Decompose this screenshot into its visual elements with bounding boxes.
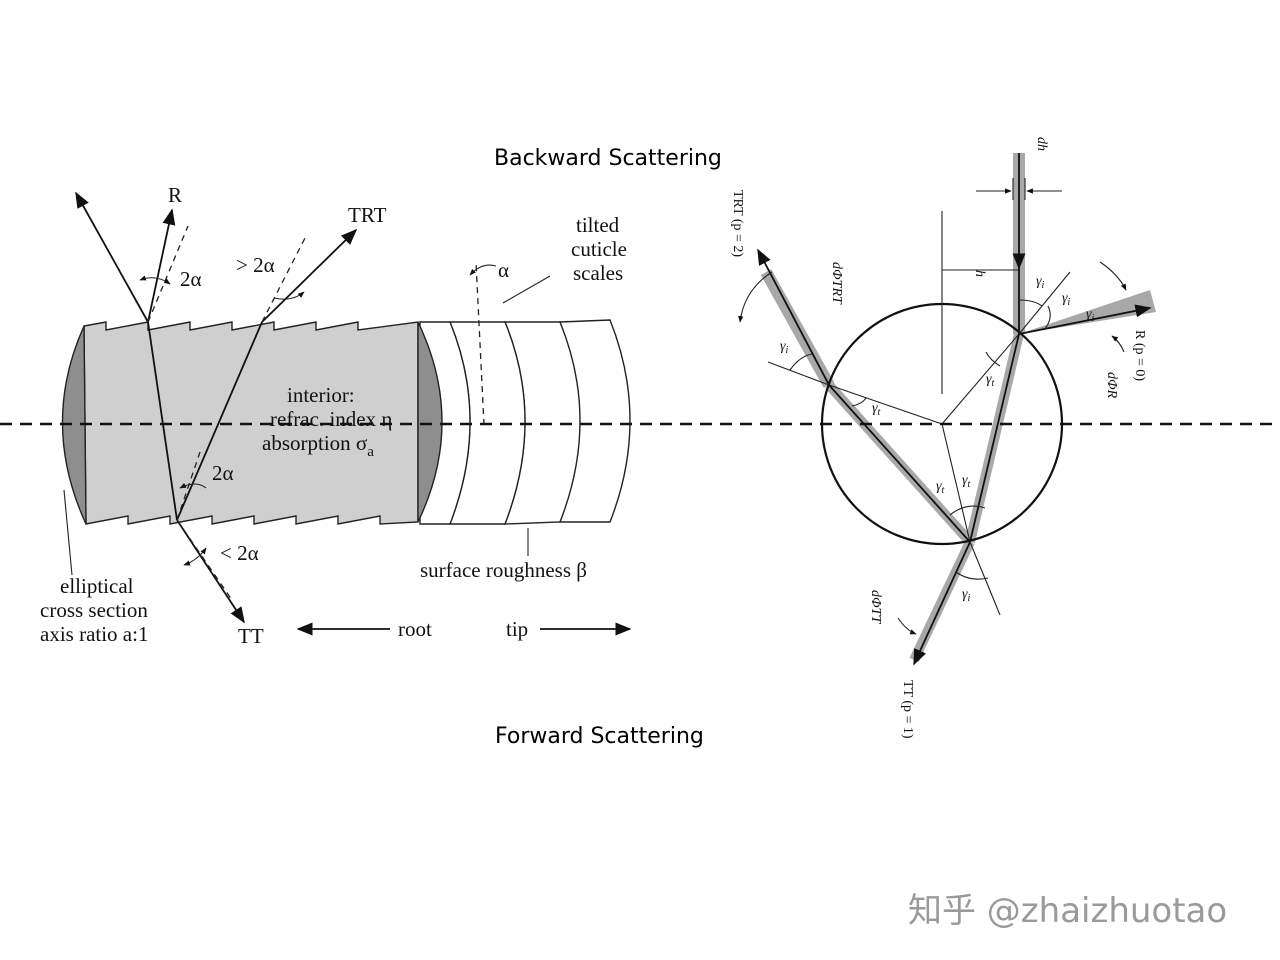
label-tilt-alpha: α	[498, 258, 509, 282]
gamma-t-3: γt	[936, 479, 945, 496]
gamma-i-5: γi	[962, 587, 971, 604]
angle-arc-r	[139, 275, 171, 285]
gamma-arc-entry-2	[1043, 305, 1051, 331]
ray-r	[147, 208, 176, 323]
incident-ray	[75, 191, 149, 323]
label-root: root	[398, 617, 432, 641]
internal-ray-down	[147, 321, 178, 521]
gamma-t-2: γt	[872, 401, 881, 418]
angle-arc-trt	[273, 291, 305, 300]
label-cuticle-3: scales	[573, 261, 623, 285]
cross-section-leader	[63, 489, 73, 576]
r-ray	[1018, 304, 1152, 335]
label-interior-1: interior:	[287, 383, 355, 407]
angle-arc-tilt	[469, 264, 497, 276]
label-cross-1: elliptical	[60, 574, 134, 598]
gamma-arc-entry-3	[985, 351, 1001, 367]
center-to-trt-exit	[828, 384, 943, 425]
root-end-cap	[61, 325, 87, 525]
trt-normal	[767, 361, 830, 386]
gamma-arc-exit	[949, 505, 986, 516]
label-trt: TRT	[348, 203, 387, 227]
gamma-arc-trt-inner	[851, 397, 867, 407]
label-cross-3: axis ratio a:1	[40, 622, 148, 646]
gamma-arc-trt	[789, 353, 813, 371]
tip-end-cap	[417, 321, 443, 523]
label-interior-3-sub: a	[367, 444, 374, 460]
refracted-ray	[969, 333, 1020, 543]
gamma-arc-entry-1	[1018, 299, 1043, 307]
center-to-exit	[941, 423, 971, 543]
cuticle-scales	[419, 319, 631, 525]
gamma-t-1: γt	[986, 372, 995, 389]
label-h: h	[972, 270, 987, 277]
watermark: 知乎 @zhaizhuotao	[908, 891, 1227, 931]
dphi-r-arc-top	[1099, 261, 1127, 291]
internal-reflected-ray	[828, 384, 971, 543]
label-trt-beam: TRT (p = 2)	[730, 190, 745, 257]
gamma-i-1: γi	[1036, 274, 1045, 291]
hair-fiber-figure: R TRT TT 2α > 2α 2α < 2α α tilted cuticl…	[40, 183, 632, 648]
label-tip: tip	[506, 617, 528, 641]
gamma-labels: γi γi γi γt γt γi γt γt γi	[780, 274, 1095, 604]
label-r-beam: R (p = 0)	[1132, 330, 1147, 381]
r-beam-cone	[1019, 290, 1156, 334]
dphi-tt-arc	[897, 617, 917, 635]
gamma-i-2: γi	[1062, 291, 1071, 308]
gamma-arc-tt	[955, 571, 989, 580]
label-angle-inner: 2α	[212, 461, 234, 485]
dphi-trt-arc	[738, 271, 773, 323]
label-r: R	[168, 183, 182, 207]
backward-scattering-heading: Backward Scattering	[494, 146, 722, 171]
label-cross-2: cross section	[40, 598, 148, 622]
internal-ray-up	[176, 321, 263, 521]
normal-trt	[261, 237, 306, 323]
label-cuticle-1: tilted	[576, 213, 620, 237]
label-dh: dh	[1034, 137, 1049, 151]
label-dphi-trt: dΦTRT	[829, 262, 844, 305]
angle-arc-tt	[183, 547, 207, 566]
trt-ray	[757, 248, 830, 386]
normal-inner	[176, 451, 201, 521]
label-surface-roughness: surface roughness β	[420, 558, 587, 582]
ray-trt	[261, 228, 358, 323]
label-angle-tt: < 2α	[220, 541, 259, 565]
tt-ray	[913, 541, 971, 666]
ray-tt	[176, 519, 245, 624]
entry-normal	[1018, 271, 1071, 335]
label-angle-r: 2α	[180, 267, 202, 291]
label-interior-2: refrac. index η	[270, 407, 392, 431]
forward-scattering-heading: Forward Scattering	[495, 724, 704, 749]
label-cuticle-2: cuticle	[571, 237, 627, 261]
gamma-t-4: γt	[962, 473, 971, 490]
gamma-i-3: γi	[1086, 307, 1095, 324]
label-dphi-r: dΦR	[1104, 372, 1119, 399]
gamma-i-4: γi	[780, 339, 789, 356]
label-interior-3-main: absorption σ	[262, 431, 367, 455]
label-tt: TT	[238, 624, 264, 648]
label-interior-3: absorption σa	[262, 431, 374, 460]
label-tt-beam: TT (p = 1)	[900, 680, 915, 739]
center-to-entry	[941, 333, 1020, 425]
cuticle-leader	[502, 275, 551, 304]
label-angle-trt: > 2α	[236, 253, 275, 277]
label-dphi-tt: dΦTT	[868, 590, 883, 624]
cross-section-figure: dh h TRT (p = 2) R (p = 0) TT (p = 1) dΦ…	[730, 137, 1156, 739]
normal-tilt	[475, 261, 485, 426]
dphi-r-arc-bottom	[1111, 335, 1125, 353]
angle-arc-inner	[179, 482, 207, 489]
